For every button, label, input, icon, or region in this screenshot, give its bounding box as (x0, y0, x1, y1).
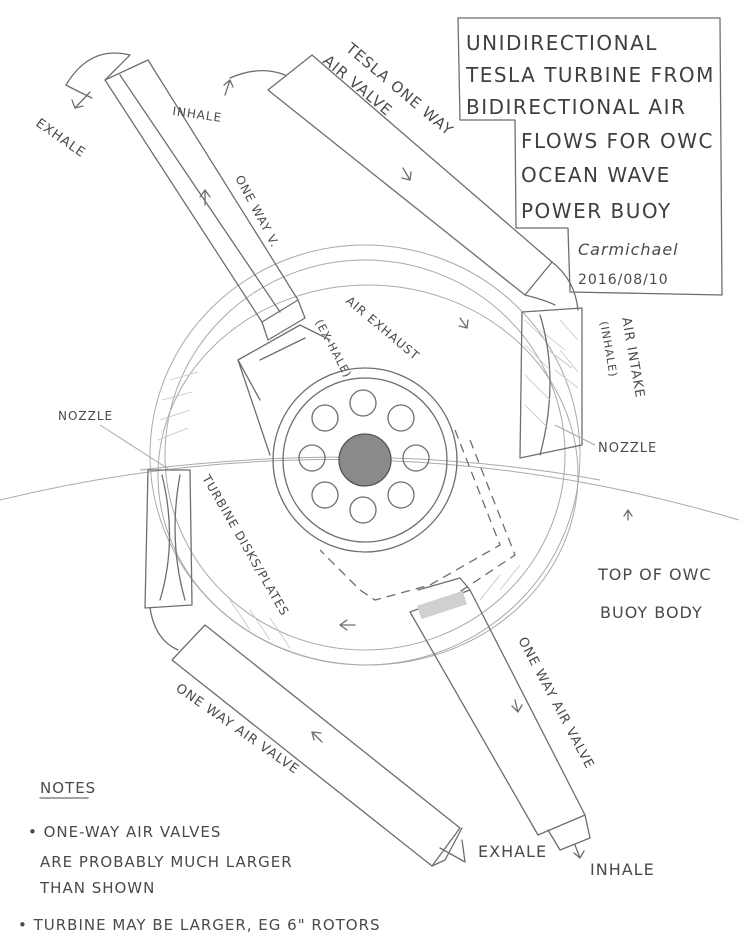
exhaust-hole (387, 404, 415, 432)
label-one-way-air-valve-right: ONE WAY AIR VALVE (514, 635, 596, 772)
rotor-hub (338, 433, 392, 487)
label-air-exhaust: AIR EXHAUST (343, 294, 422, 364)
title-line-6: POWER BUOY (521, 199, 672, 223)
label-inhale-top: INHALE (172, 104, 223, 125)
label-exhale-bottom: EXHALE (478, 842, 547, 861)
one-way-valve-bottom-left (171, 624, 466, 867)
exhaust-duct-side (237, 359, 271, 456)
title-line-2: TESLA TURBINE FROM (465, 63, 715, 87)
exhaust-hole (298, 444, 326, 472)
label-one-way-air-valve-left: ONE WAY AIR VALVE (173, 681, 302, 778)
one-way-valve-top-left (65, 52, 306, 341)
sketch-date: 2016/08/10 (578, 272, 669, 288)
exhaust-hole (311, 404, 339, 432)
exhaust-duct-lower-outer (439, 439, 516, 606)
turbine-housing (149, 244, 581, 666)
exhaust-hole (349, 496, 377, 524)
notes-item-1-line-3: THAN SHOWN (39, 879, 155, 897)
exhaust-duct-lower (319, 429, 501, 601)
nozzle-right-leader (554, 424, 596, 446)
up-arrow-valve (199, 189, 211, 206)
title-line-3: BIDIRECTIONAL AIR (466, 95, 686, 119)
exhaust-hole (311, 481, 339, 509)
one-way-valve-bottom-right (409, 577, 591, 851)
notes-item-2: • TURBINE MAY BE LARGER, EG 6" ROTORS (18, 916, 381, 934)
title-line-1: UNIDIRECTIONAL (466, 31, 658, 55)
tesla-valve-top-right (229, 54, 579, 311)
notes-heading: NOTES (40, 779, 96, 797)
inhale-arrow-top (223, 79, 234, 96)
label-exhale-top-left: EXHALE (33, 116, 89, 161)
label-air-intake: AIR INTAKE (618, 316, 647, 399)
title-box: UNIDIRECTIONAL TESLA TURBINE FROM BIDIRE… (457, 17, 723, 296)
exhaust-holes (298, 389, 430, 524)
up-arrow-left-valve (311, 731, 323, 743)
label-nozzle-left: NOZZLE (58, 409, 113, 423)
flow-arrows (71, 79, 633, 859)
label-buoy-body: BUOY BODY (600, 603, 703, 622)
notes-item-1-line-1: • ONE-WAY AIR VALVES (28, 823, 221, 841)
exhale-arrow-top (71, 91, 91, 109)
label-nozzle-right: NOZZLE (598, 441, 657, 456)
exhale-arrow-bottom (573, 844, 585, 859)
exhaust-arrow-bottom (339, 619, 356, 631)
nozzle-left-assembly (144, 469, 193, 651)
notes-item-1-line-2: ARE PROBABLY MUCH LARGER (40, 853, 293, 871)
nozzle-left-leader (99, 424, 171, 471)
label-one-way-v: ONE WAY V. (232, 173, 282, 250)
author-signature: Carmichael (578, 240, 679, 259)
label-inhale-paren: (INHALE) (597, 320, 620, 378)
down-arrow-right-valve (511, 699, 523, 713)
exhaust-hole (402, 444, 430, 472)
label-turbine-disks: TURBINE DISKS/PLATES (199, 472, 292, 619)
title-line-4: FLOWS FOR OWC (521, 129, 714, 153)
buoy-top-pointer (623, 509, 633, 521)
label-inhale-bottom: INHALE (590, 860, 655, 879)
exhaust-duct-upper (237, 324, 331, 401)
intake-block-right (519, 307, 583, 459)
exhaust-hole (387, 481, 415, 509)
rotor-disc (272, 367, 458, 553)
exhaust-hole (349, 389, 377, 417)
notes-section: NOTES • ONE-WAY AIR VALVES ARE PROBABLY … (18, 779, 381, 934)
label-top-of-owc: TOP OF OWC (597, 565, 712, 584)
title-line-5: OCEAN WAVE (521, 163, 671, 187)
down-arrow-tesla (401, 167, 412, 181)
arrow-into-turbine (458, 317, 469, 329)
label-ex-hale: (EX-HALE) (312, 317, 354, 380)
